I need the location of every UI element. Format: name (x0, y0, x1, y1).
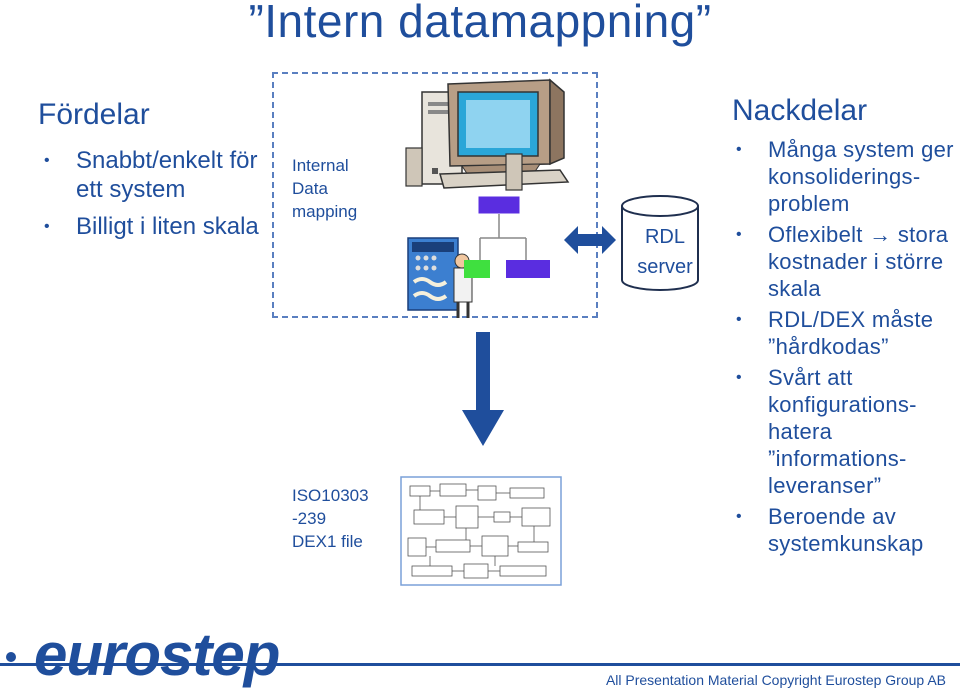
disadvantage-text: Oflexibelt → stora kostnader i större sk… (768, 222, 949, 301)
list-item: • Billigt i liten skala (40, 212, 266, 241)
database-cylinder-icon (621, 195, 699, 291)
list-item: • Beroende av systemkunskap (732, 503, 960, 557)
bullet-icon: • (736, 369, 742, 386)
disadvantage-text: RDL/DEX måste ”hårdkodas” (768, 307, 934, 359)
advantage-text: Snabbt/enkelt för ett system (76, 147, 258, 203)
slide-title: ”Intern datamappning” (248, 0, 712, 47)
bullet-icon: • (736, 141, 742, 158)
footer-rule (0, 663, 960, 666)
bullet-icon: • (44, 218, 50, 235)
iso-dex-file-label: ISO10303 -239 DEX1 file (292, 486, 369, 551)
disadvantage-text: Beroende av systemkunskap (768, 504, 924, 556)
computer-illustration (405, 78, 570, 318)
bullet-icon: • (44, 152, 50, 169)
list-item: • Snabbt/enkelt för ett system (40, 146, 266, 204)
rdl-server-label: RDL server (637, 226, 693, 278)
bullet-icon: • (736, 226, 742, 243)
list-item: • RDL/DEX måste ”hårdkodas” (732, 306, 960, 360)
internal-mapping-box (272, 72, 598, 318)
internal-data-mapping-label: Internal Data mapping (292, 156, 358, 221)
double-arrow-icon (564, 226, 616, 254)
list-item: • Svårt att konfigurations-hatera ”inform… (732, 364, 960, 499)
disadvantages-heading: Nackdelar (732, 94, 868, 127)
disadvantage-text: Svårt att konfigurations-hatera ”informa… (768, 365, 917, 498)
disadvantage-text: Många system ger konsoliderings-problem (768, 137, 954, 216)
advantage-text: Billigt i liten skala (76, 213, 259, 240)
advantages-heading: Fördelar (38, 98, 150, 131)
advantages-list: • Snabbt/enkelt för ett system • Billigt i… (40, 146, 266, 249)
down-arrow-icon (462, 332, 504, 446)
bullet-icon: • (736, 311, 742, 328)
disadvantages-list: • Många system ger konsoliderings-problem… (732, 136, 960, 561)
logo-dot-icon (6, 652, 16, 662)
bullet-icon: • (736, 508, 742, 525)
schematic-diagram-icon (400, 476, 562, 586)
control-panel-icon (407, 237, 459, 311)
copyright-text: All Presentation Material Copyright Euro… (605, 672, 946, 688)
computer-icon (405, 78, 570, 191)
org-chart-icon (464, 195, 550, 278)
list-item: • Många system ger konsoliderings-problem (732, 136, 960, 217)
list-item: • Oflexibelt → stora kostnader i större s… (732, 221, 960, 302)
eurostep-logo: eurostep (34, 621, 280, 688)
